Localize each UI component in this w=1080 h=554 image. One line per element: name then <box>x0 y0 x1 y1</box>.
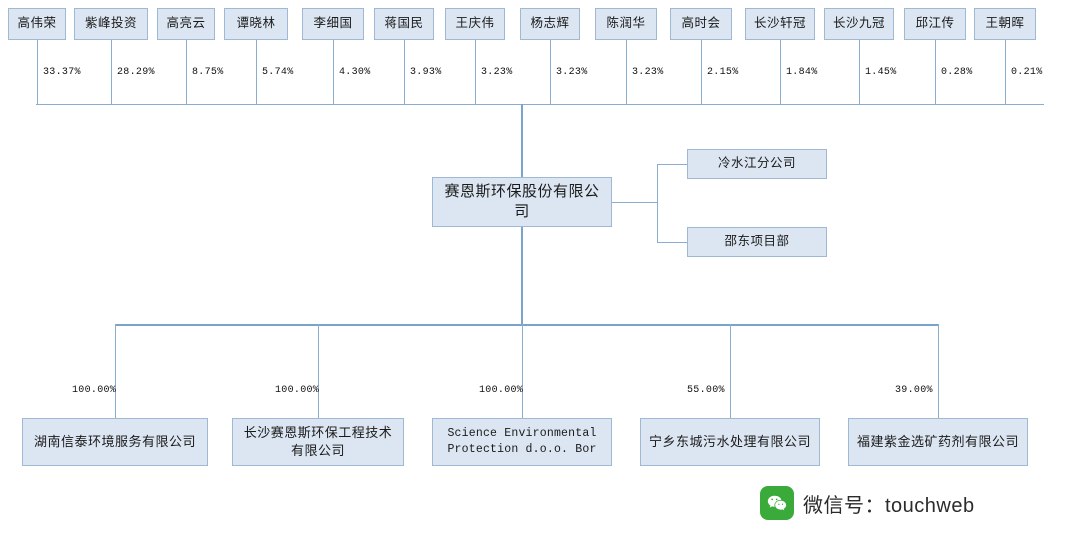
shareholder-drop-line <box>626 40 627 104</box>
shareholder-label: 高伟荣 <box>17 16 57 31</box>
shareholder-label: 王朝晖 <box>985 16 1025 31</box>
shareholder-percent: 28.29% <box>117 67 155 78</box>
shareholder-bus-line <box>36 104 1044 105</box>
shareholder-percent: 3.23% <box>556 67 588 78</box>
subsidiary-box[interactable]: 宁乡东城污水处理有限公司 <box>640 418 820 466</box>
shareholder-percent: 3.23% <box>481 67 513 78</box>
shareholder-drop-line <box>475 40 476 104</box>
branch-label: 邵东项目部 <box>724 234 790 249</box>
subsidiary-drop-line <box>115 324 116 418</box>
subsidiary-label: 湖南信泰环境服务有限公司 <box>33 434 196 450</box>
shareholder-drop-line <box>701 40 702 104</box>
subsidiary-box[interactable]: 长沙赛恩斯环保工程技术有限公司 <box>232 418 404 466</box>
shareholder-box[interactable]: 长沙轩冠 <box>745 8 815 40</box>
shareholder-drop-line <box>1005 40 1006 104</box>
subsidiary-percent: 100.00% <box>275 385 320 396</box>
shareholder-drop-line <box>550 40 551 104</box>
shareholder-drop-line <box>333 40 334 104</box>
subsidiary-trunk-line <box>521 227 523 325</box>
branch-1-connector-line <box>657 164 687 165</box>
shareholder-percent: 8.75% <box>192 67 224 78</box>
branch-spine-line <box>657 164 658 242</box>
shareholder-box[interactable]: 高伟荣 <box>8 8 66 40</box>
main-company-box[interactable]: 赛恩斯环保股份有限公司 <box>432 177 612 227</box>
shareholder-percent: 0.28% <box>941 67 973 78</box>
shareholder-drop-line <box>859 40 860 104</box>
shareholder-percent: 3.93% <box>410 67 442 78</box>
shareholder-box[interactable]: 李细国 <box>302 8 364 40</box>
subsidiary-box[interactable]: 福建紫金选矿药剂有限公司 <box>848 418 1028 466</box>
branch-box-lengshuijiang[interactable]: 冷水江分公司 <box>687 149 827 179</box>
shareholder-box[interactable]: 陈润华 <box>595 8 657 40</box>
subsidiary-box[interactable]: Science Environmental Protection d.o.o. … <box>432 418 612 466</box>
shareholder-box[interactable]: 高时会 <box>670 8 732 40</box>
shareholder-label: 长沙九冠 <box>832 16 885 31</box>
shareholder-label: 杨志辉 <box>530 16 570 31</box>
main-company-label: 赛恩斯环保股份有限公司 <box>444 182 600 220</box>
shareholder-label: 陈润华 <box>606 16 646 31</box>
shareholder-drop-line <box>404 40 405 104</box>
subsidiary-percent: 55.00% <box>687 385 725 396</box>
shareholder-label: 紫峰投资 <box>84 16 137 31</box>
branch-stem-line <box>612 202 658 203</box>
shareholder-box[interactable]: 谭晓林 <box>224 8 288 40</box>
shareholder-box[interactable]: 高亮云 <box>157 8 215 40</box>
subsidiary-drop-line <box>938 324 939 418</box>
subsidiary-drop-line <box>730 324 731 418</box>
subsidiary-drop-line <box>318 324 319 418</box>
subsidiary-percent: 39.00% <box>895 385 933 396</box>
wechat-icon <box>760 486 794 520</box>
watermark: 微信号：touchweb <box>760 486 975 520</box>
subsidiary-percent: 100.00% <box>72 385 117 396</box>
shareholder-box[interactable]: 蒋国民 <box>374 8 434 40</box>
shareholder-percent: 1.45% <box>865 67 897 78</box>
subsidiary-bus-line <box>115 324 938 326</box>
shareholder-label: 李细国 <box>313 16 353 31</box>
branch-box-shaodong[interactable]: 邵东项目部 <box>687 227 827 257</box>
shareholder-percent: 3.23% <box>632 67 664 78</box>
shareholder-percent: 0.21% <box>1011 67 1043 78</box>
shareholder-label: 邱江传 <box>915 16 955 31</box>
branch-label: 冷水江分公司 <box>717 156 796 171</box>
shareholder-box[interactable]: 杨志辉 <box>520 8 580 40</box>
shareholder-box[interactable]: 邱江传 <box>904 8 966 40</box>
watermark-label: 微信号：touchweb <box>803 494 975 517</box>
shareholder-percent: 5.74% <box>262 67 294 78</box>
subsidiary-box[interactable]: 湖南信泰环境服务有限公司 <box>22 418 208 466</box>
subsidiary-drop-line <box>522 324 523 418</box>
shareholder-label: 长沙轩冠 <box>753 16 806 31</box>
subsidiary-label: 福建紫金选矿药剂有限公司 <box>856 434 1019 450</box>
subsidiary-label: 宁乡东城污水处理有限公司 <box>648 434 811 450</box>
shareholder-drop-line <box>780 40 781 104</box>
shareholder-drop-line <box>935 40 936 104</box>
subsidiary-label: Science Environmental Protection d.o.o. … <box>447 427 597 456</box>
subsidiary-label: 长沙赛恩斯环保工程技术有限公司 <box>243 425 393 458</box>
shareholder-label: 王庆伟 <box>455 16 495 31</box>
main-company-trunk-line <box>521 104 523 177</box>
shareholder-drop-line <box>111 40 112 104</box>
subsidiary-percent: 100.00% <box>479 385 524 396</box>
branch-2-connector-line <box>657 242 687 243</box>
shareholder-percent: 33.37% <box>43 67 81 78</box>
shareholder-box[interactable]: 紫峰投资 <box>74 8 148 40</box>
shareholder-drop-line <box>186 40 187 104</box>
shareholder-label: 高亮云 <box>166 16 206 31</box>
shareholder-label: 谭晓林 <box>236 16 276 31</box>
shareholder-box[interactable]: 王朝晖 <box>974 8 1036 40</box>
shareholder-drop-line <box>37 40 38 104</box>
shareholder-label: 高时会 <box>681 16 721 31</box>
shareholder-label: 蒋国民 <box>384 16 424 31</box>
shareholder-percent: 1.84% <box>786 67 818 78</box>
shareholder-box[interactable]: 长沙九冠 <box>824 8 894 40</box>
shareholder-percent: 4.30% <box>339 67 371 78</box>
shareholder-percent: 2.15% <box>707 67 739 78</box>
shareholder-box[interactable]: 王庆伟 <box>445 8 505 40</box>
shareholder-drop-line <box>256 40 257 104</box>
